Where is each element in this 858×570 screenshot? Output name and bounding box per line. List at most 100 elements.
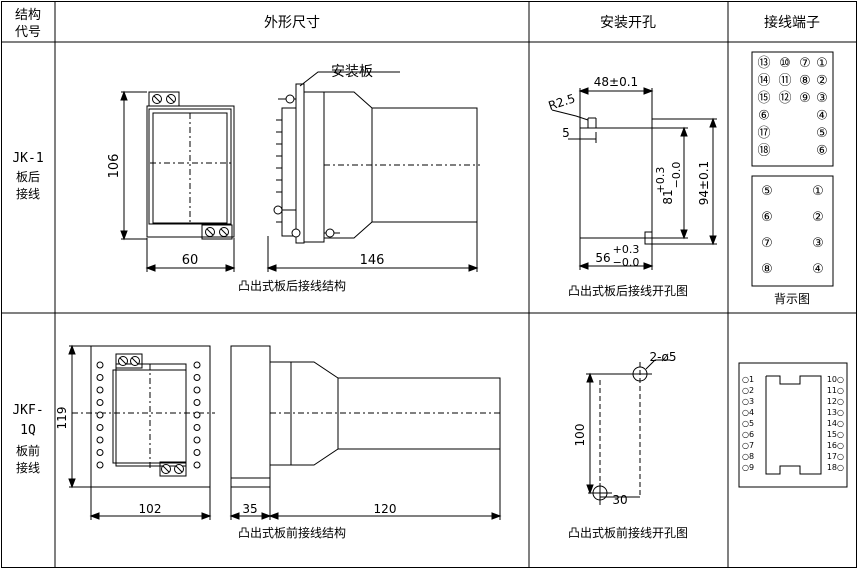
mounting-hole bbox=[193, 424, 201, 431]
mounting-hole bbox=[193, 436, 201, 444]
terminal-label: ⑭ bbox=[757, 74, 770, 89]
terminal-label: ① bbox=[812, 184, 824, 199]
row2-dim-100: 100 bbox=[573, 424, 587, 447]
row1-caption-cutout: 凸出式板后接线开孔图 bbox=[568, 283, 688, 298]
row2-front-view bbox=[72, 345, 215, 488]
row2-code-line2: 1Q bbox=[20, 423, 36, 438]
terminal-label: ⑫ bbox=[778, 91, 791, 106]
row1-code-line1: JK-1 bbox=[12, 151, 43, 166]
terminal-label: ⑬ bbox=[757, 56, 770, 71]
row1-dim-length-lines bbox=[266, 222, 479, 272]
mounting-hole bbox=[96, 449, 104, 456]
mounting-hole bbox=[193, 449, 201, 456]
terminal-label: ○3 bbox=[742, 397, 754, 406]
mounting-hole bbox=[193, 411, 201, 419]
terminal-label: ○7 bbox=[742, 441, 754, 450]
row1-panel-label: 安装板 bbox=[331, 64, 373, 80]
terminal-label: 14○ bbox=[827, 419, 844, 428]
row2-dim-30: 30 bbox=[612, 493, 627, 507]
row1-dim-length: 146 bbox=[360, 253, 385, 268]
row1-front-view bbox=[146, 91, 235, 240]
terminal-label: ⑦ bbox=[761, 236, 773, 251]
terminal-label: ○4 bbox=[742, 408, 754, 417]
terminal-label: ○6 bbox=[742, 430, 754, 439]
mounting-hole bbox=[193, 399, 201, 406]
row1-dim-width: 60 bbox=[182, 253, 199, 268]
header-terminal: 接线端子 bbox=[764, 14, 820, 31]
row2-side-view bbox=[230, 345, 503, 488]
terminal-label: ⑥ bbox=[761, 210, 773, 225]
row2-dim-depth2: 120 bbox=[374, 502, 397, 516]
row2-caption-outline: 凸出式板前接线结构 bbox=[238, 525, 346, 540]
row2-dim-height-lines bbox=[68, 344, 91, 489]
row1-caption-outline: 凸出式板后接线结构 bbox=[238, 278, 346, 293]
row2-dim-width: 102 bbox=[139, 502, 162, 516]
terminal-label: ⑧ bbox=[799, 74, 811, 89]
row1-cut-radius: R2.5 bbox=[547, 91, 577, 113]
mounting-hole bbox=[96, 361, 104, 369]
terminal-label: ⑰ bbox=[757, 126, 770, 141]
row1-terminal-back-box bbox=[751, 175, 834, 287]
terminal-label: ⑩ bbox=[779, 56, 791, 71]
terminal-label: ○1 bbox=[742, 375, 754, 384]
terminal-label: 11○ bbox=[827, 386, 844, 395]
row1-cut-top: 48±0.1 bbox=[594, 75, 638, 89]
row2-front-screws bbox=[118, 356, 184, 474]
mounting-hole bbox=[193, 386, 201, 394]
row2-terminal-shape bbox=[738, 362, 848, 488]
row2-hole-label: 2-ø5 bbox=[650, 350, 677, 364]
row1-code-line2: 板后 bbox=[16, 170, 40, 184]
row1-code-line3: 接线 bbox=[16, 186, 40, 201]
mounting-hole bbox=[193, 461, 201, 469]
terminal-label: ⑤ bbox=[761, 184, 773, 199]
row2-dim-depth1: 35 bbox=[242, 502, 257, 516]
row1-side-ticks bbox=[276, 119, 282, 223]
terminal-label: 12○ bbox=[827, 397, 844, 406]
terminal-label: ③ bbox=[816, 91, 828, 106]
terminal-label: 18○ bbox=[827, 463, 844, 472]
header-cutout: 安装开孔 bbox=[600, 15, 656, 31]
header-outline: 外形尺寸 bbox=[264, 15, 320, 31]
row2-terminal-labels: ○1○2○3○4○5○6○7○8○910○11○12○13○14○15○16○1… bbox=[742, 375, 844, 472]
mounting-hole bbox=[96, 374, 104, 381]
row1-terminal-front-box bbox=[751, 51, 834, 167]
row1-side-view bbox=[278, 83, 480, 244]
mounting-hole bbox=[96, 436, 104, 444]
row2-code-line3: 板前 bbox=[16, 443, 40, 458]
row1-terminal-back-grid: ⑤ ① ⑥ ② ⑦ ③ ⑧ ④ bbox=[761, 184, 824, 277]
mounting-hole bbox=[96, 411, 104, 419]
row2-dim-width-lines bbox=[89, 487, 212, 520]
terminal-label: ⑮ bbox=[757, 91, 770, 106]
terminal-label: ② bbox=[816, 74, 828, 89]
terminal-label: ② bbox=[812, 210, 824, 225]
terminal-label: ⑦ bbox=[799, 56, 811, 71]
terminal-label: ⑧ bbox=[761, 262, 773, 277]
row2-dim-height: 119 bbox=[55, 407, 69, 430]
terminal-label: 15○ bbox=[827, 430, 844, 439]
row1-side-screws bbox=[273, 94, 335, 238]
row1-cut-94: 94±0.1 bbox=[697, 161, 711, 205]
terminal-label: ⑪ bbox=[778, 74, 791, 89]
row2-caption-cutout: 凸出式板前接线开孔图 bbox=[568, 525, 688, 540]
row1-cut-81-minus: −0.0 bbox=[670, 162, 683, 189]
row1-dim-height: 106 bbox=[107, 154, 122, 179]
row1-dim-height-lines bbox=[120, 90, 147, 241]
terminal-label: ③ bbox=[812, 236, 824, 251]
row1-cut-56-main: 56 bbox=[595, 251, 610, 265]
row2-dim-depth-lines bbox=[229, 449, 502, 520]
mounting-hole bbox=[193, 361, 201, 369]
row1-back-caption: 背示图 bbox=[774, 292, 810, 306]
terminal-label: ⑤ bbox=[816, 126, 828, 141]
mounting-hole bbox=[96, 386, 104, 394]
row1-cut-56-minus: −0.0 bbox=[613, 256, 640, 269]
mounting-hole bbox=[96, 424, 104, 431]
terminal-label: ④ bbox=[812, 262, 824, 277]
row1-dim-width-lines bbox=[145, 238, 236, 272]
terminal-label: ⑥ bbox=[816, 144, 828, 159]
row1-panel-leader bbox=[299, 71, 400, 87]
header-code-line1: 结构 bbox=[15, 8, 41, 23]
row2-code-line1: JKF- bbox=[12, 403, 43, 418]
terminal-label: 13○ bbox=[827, 408, 844, 417]
row1-front-screws bbox=[152, 94, 229, 237]
